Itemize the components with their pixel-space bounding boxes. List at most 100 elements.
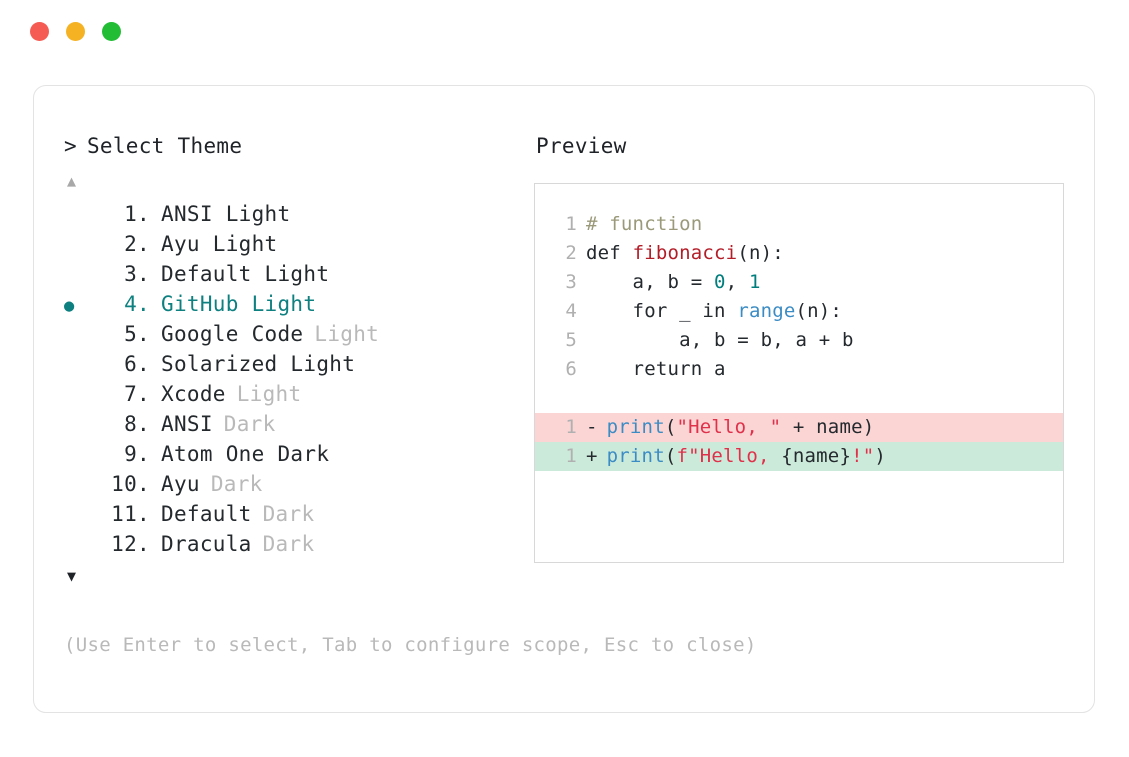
code-token-plain: a, b = b, a + b xyxy=(586,329,854,351)
theme-list-item[interactable]: 1. ANSI Light xyxy=(64,199,534,229)
theme-item-name: Dracula xyxy=(161,532,252,556)
code-line: 1# function xyxy=(535,210,1063,239)
code-token-func: fibonacci xyxy=(632,242,738,264)
theme-list-item[interactable]: 3. Default Light xyxy=(64,259,534,289)
theme-item-name: ANSI xyxy=(161,412,213,436)
diff-line-content: print("Hello, " + name) xyxy=(607,413,875,442)
code-token-builtin: print xyxy=(606,445,665,467)
theme-item-name: Default xyxy=(161,502,252,526)
diff-line-added: 1 + print(f"Hello, {name}!") xyxy=(535,442,1063,471)
code-token-number: 0 xyxy=(714,271,726,293)
theme-picker-body: > Select Theme ▲ 1. ANSI Light 2.Ayu Light… xyxy=(34,86,1094,712)
theme-item-index: 6. xyxy=(124,352,150,376)
diff-sign: + xyxy=(586,445,598,467)
theme-list-item[interactable]: 5. Google Code Light xyxy=(64,319,534,349)
theme-item-mode-badge: Dark xyxy=(223,412,276,436)
theme-item-mode-badge: Light xyxy=(314,322,380,346)
keyboard-hint: (Use Enter to select, Tab to configure s… xyxy=(64,634,757,656)
line-number: 2 xyxy=(565,242,577,264)
code-line: 4 for _ in range(n): xyxy=(535,297,1063,326)
maximize-window-button[interactable] xyxy=(102,21,121,41)
code-token-plain: (n): xyxy=(795,300,843,322)
theme-item-index: 3. xyxy=(124,262,150,286)
scroll-up-icon[interactable]: ▲ xyxy=(67,172,77,190)
theme-list-item[interactable]: ● 4. GitHub Light xyxy=(64,289,534,319)
theme-item-name: GitHub Light xyxy=(161,292,317,316)
theme-item-name: Xcode xyxy=(161,382,226,406)
theme-item-index: 5. xyxy=(124,322,150,346)
picker-columns: > Select Theme ▲ 1. ANSI Light 2.Ayu Light… xyxy=(64,131,1064,587)
code-token-builtin: range xyxy=(737,300,796,322)
theme-list-item[interactable]: 9. Atom One Dark xyxy=(64,439,534,469)
theme-list-column: > Select Theme ▲ 1. ANSI Light 2.Ayu Light… xyxy=(64,131,534,587)
theme-item-name: Atom One Dark xyxy=(161,442,330,466)
code-token-string: "Hello, " xyxy=(676,416,782,438)
theme-item-index: 2. xyxy=(124,232,150,256)
selected-bullet-icon: ● xyxy=(64,296,75,316)
code-token-plain: (n): xyxy=(737,242,784,264)
theme-list[interactable]: 1. ANSI Light 2.Ayu Light 3. Default Light ● 4… xyxy=(64,199,534,559)
diff-line-number: 1 xyxy=(565,416,577,438)
code-token-string: !" xyxy=(851,445,875,467)
code-blank-line xyxy=(535,384,1063,413)
page-title: Select Theme xyxy=(86,134,243,158)
line-number: 1 xyxy=(565,213,577,235)
code-token-plain: ( xyxy=(664,416,677,438)
theme-picker-card: > Select Theme ▲ 1. ANSI Light 2.Ayu Light… xyxy=(33,85,1095,713)
code-line-content: def fibonacci(n): xyxy=(586,239,784,268)
code-line-content: return a xyxy=(586,355,726,384)
prompt-caret-icon: > xyxy=(64,134,77,158)
theme-item-mode-badge: Dark xyxy=(262,532,315,556)
diff-line-content: print(f"Hello, {name}!") xyxy=(607,442,886,471)
theme-list-item[interactable]: 12. Dracula Dark xyxy=(64,529,534,559)
theme-item-mode-badge: Light xyxy=(236,382,302,406)
code-token-plain: {name} xyxy=(781,445,852,467)
theme-list-item[interactable]: 11. Default Dark xyxy=(64,499,534,529)
close-window-button[interactable] xyxy=(30,21,49,41)
theme-list-item[interactable]: 7. Xcode Light xyxy=(64,379,534,409)
code-line: 5 a, b = b, a + b xyxy=(535,326,1063,355)
minimize-window-button[interactable] xyxy=(66,21,85,41)
code-token-number: 1 xyxy=(748,271,761,293)
theme-list-item[interactable]: 2.Ayu Light xyxy=(64,229,534,259)
window-titlebar xyxy=(0,0,1129,62)
theme-list-item[interactable]: 6. Solarized Light xyxy=(64,349,534,379)
scroll-down-icon[interactable]: ▼ xyxy=(67,567,77,585)
line-number: 6 xyxy=(565,358,577,380)
theme-item-index: 12. xyxy=(111,532,150,556)
theme-item-name: Google Code xyxy=(161,322,304,346)
line-number: 4 xyxy=(565,300,577,322)
theme-item-index: 4. xyxy=(124,292,150,316)
line-number: 5 xyxy=(565,329,577,351)
theme-item-name: Default Light xyxy=(161,262,330,286)
code-token-plain: , xyxy=(725,271,749,293)
theme-item-index: 1. xyxy=(124,202,150,226)
theme-item-index: 11. xyxy=(111,502,150,526)
code-line-content: a, b = b, a + b xyxy=(586,326,854,355)
code-token-keyword: def xyxy=(586,242,633,264)
diff-line-number: 1 xyxy=(565,445,577,467)
theme-item-index: 7. xyxy=(124,382,150,406)
code-token-plain: ) xyxy=(874,445,887,467)
theme-item-index: 9. xyxy=(124,442,150,466)
theme-item-mode-badge: Dark xyxy=(262,502,315,526)
code-token-plain: a, b = xyxy=(586,271,715,293)
code-line-content: a, b = 0, 1 xyxy=(586,268,761,297)
code-token-plain: + name) xyxy=(781,416,875,438)
theme-item-mode-badge: Dark xyxy=(210,472,263,496)
traffic-light-group xyxy=(30,21,121,41)
code-line: 2 def fibonacci(n): xyxy=(535,239,1063,268)
code-token-plain: ( xyxy=(664,445,677,467)
diff-sign: - xyxy=(586,416,598,438)
line-number: 3 xyxy=(565,271,577,293)
preview-label: Preview xyxy=(536,134,627,158)
code-token-plain: return a xyxy=(586,358,726,380)
code-token-string: f"Hello, xyxy=(676,445,782,467)
code-token-builtin: print xyxy=(606,416,665,438)
theme-item-name: Solarized Light xyxy=(161,352,356,376)
select-theme-prompt: > Select Theme xyxy=(64,131,534,161)
theme-item-name: ANSI Light xyxy=(161,202,291,226)
